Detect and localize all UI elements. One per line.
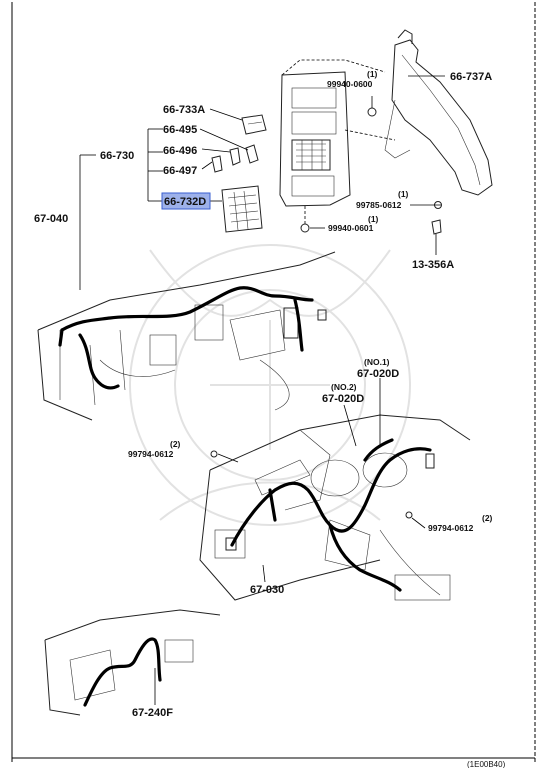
- label-67-030: 67-030: [250, 584, 284, 596]
- label-99940-0600: 99940-0600: [327, 79, 373, 89]
- label-99794-0612-right: 99794-0612: [428, 523, 474, 533]
- component-66-497: [211, 155, 223, 173]
- bolt-99785-0612: [410, 201, 442, 209]
- qty-99794-0612-right: (2): [482, 513, 493, 523]
- instrument-panel: [199, 414, 471, 601]
- watermark-emblem: [129, 244, 411, 526]
- qty-99785-0612: (1): [398, 189, 409, 199]
- label-67-240F: 67-240F: [132, 707, 173, 719]
- label-99794-0612-left: 99794-0612: [128, 449, 174, 459]
- qty-99940-0600: (1): [367, 69, 378, 79]
- label-67-040: 67-040: [34, 213, 68, 225]
- bolt-13-356A: [431, 219, 442, 255]
- footer-code: (1E00B40): [467, 760, 506, 768]
- nut-99940-0601: [300, 223, 310, 233]
- label-99785-0612: 99785-0612: [356, 200, 402, 210]
- label-66-497: 66-497: [163, 165, 197, 177]
- label-67-020D-no1: 67-020D: [357, 368, 399, 380]
- label-66-730: 66-730: [100, 150, 134, 162]
- bracket-66-737A: [384, 29, 493, 196]
- dashboard-67-040: [37, 251, 336, 421]
- wire-harness-67-030: [230, 438, 432, 592]
- label-13-356A: 13-356A: [412, 259, 454, 271]
- label-66-733A: 66-733A: [163, 104, 205, 116]
- component-66-733A: [241, 114, 267, 135]
- nut-99940-0600: [367, 96, 377, 117]
- label-66-495: 66-495: [163, 124, 197, 136]
- inset-67-240F: [44, 609, 221, 716]
- fuse-block-housing: [279, 59, 396, 225]
- label-67-020D-no2: 67-020D: [322, 393, 364, 405]
- leader-lines-middle: [210, 378, 426, 583]
- label-no2: (NO.2): [331, 382, 357, 392]
- page-frame: [11, 2, 536, 762]
- leader-lines-top: [79, 75, 445, 290]
- label-no1: (NO.1): [364, 357, 390, 367]
- wire-harness-67-040: [58, 286, 314, 390]
- qty-99794-0612-left: (2): [170, 439, 181, 449]
- component-66-732D: [221, 185, 263, 233]
- label-66-732D[interactable]: 66-732D: [164, 196, 206, 208]
- component-66-496: [229, 147, 241, 166]
- label-66-496: 66-496: [163, 145, 197, 157]
- component-66-495: [245, 144, 259, 164]
- label-99940-0601: 99940-0601: [328, 223, 374, 233]
- highlight-66-732D: [161, 192, 211, 210]
- qty-99940-0601: (1): [368, 214, 379, 224]
- label-66-737A: 66-737A: [450, 71, 492, 83]
